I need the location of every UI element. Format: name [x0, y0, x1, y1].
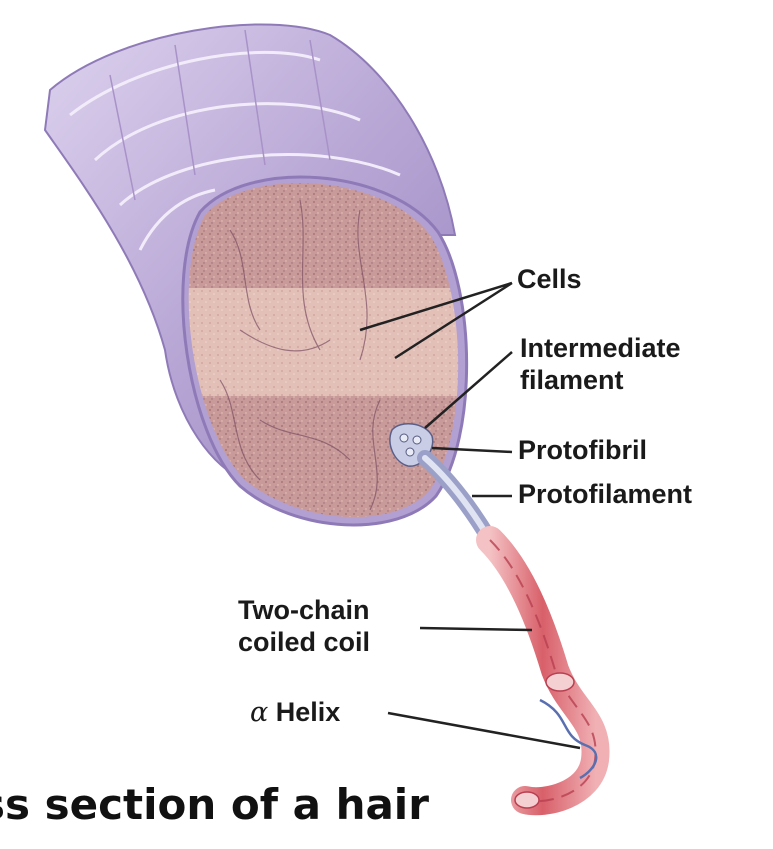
- coiled-coil-leader: [420, 628, 532, 630]
- label-intermediate-filament: Intermediate filament: [520, 332, 681, 396]
- figure-caption: ss section of a hair: [0, 780, 429, 829]
- label-intermediate-line1: Intermediate: [520, 332, 681, 364]
- coiled-coil-tube: [490, 540, 596, 801]
- helix-leader: [388, 713, 580, 748]
- label-intermediate-line2: filament: [520, 364, 681, 396]
- label-two-chain-coiled-coil: Two-chain coiled coil: [238, 594, 370, 658]
- coiled-coil: [490, 540, 596, 808]
- label-two-chain-line1: Two-chain: [238, 594, 370, 626]
- cell-layer-middle: [160, 288, 480, 398]
- label-helix: Helix: [276, 697, 341, 727]
- protofibril-dot: [413, 436, 421, 444]
- label-protofibril: Protofibril: [518, 434, 647, 466]
- alpha-symbol: α: [250, 697, 268, 728]
- coil-end-cap: [546, 673, 574, 691]
- coil-end-cap: [515, 792, 539, 808]
- label-two-chain-line2: coiled coil: [238, 626, 370, 658]
- label-protofilament: Protofilament: [518, 478, 692, 510]
- label-alpha-helix: α Helix: [250, 696, 340, 729]
- protofibril-dot: [406, 448, 414, 456]
- protofibril-dot: [400, 434, 408, 442]
- label-cells: Cells: [517, 263, 582, 295]
